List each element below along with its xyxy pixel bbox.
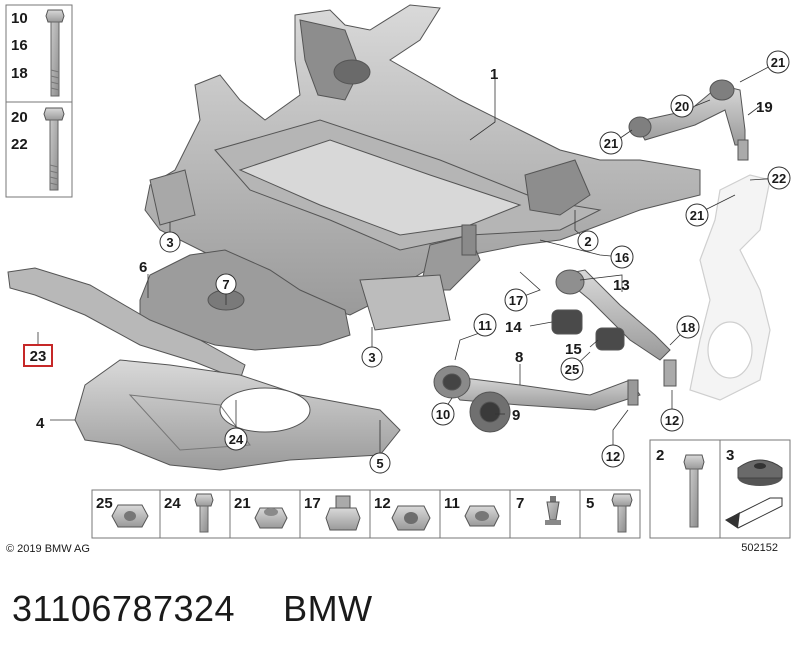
legend-5-label: 5 [586, 495, 594, 512]
callout-3-left: 3 [159, 231, 181, 253]
legend-11-label: 11 [444, 495, 460, 512]
bolt-box-top: 10 16 18 [5, 4, 73, 103]
callout-6: 6 [139, 259, 147, 276]
short-bolt-icon [194, 493, 214, 533]
flange-bolt-icon [611, 493, 633, 533]
callout-13: 13 [613, 277, 630, 294]
expanding-rivet-icon [545, 496, 561, 525]
copyright-text: © 2019 BMW AG [6, 543, 90, 555]
bolt-16-label: 16 [11, 37, 28, 54]
steering-knuckle-drawing [689, 174, 771, 401]
self-locking-nut-icon [391, 505, 431, 531]
callout-10: 10 [431, 402, 455, 426]
callout-2: 2 [577, 230, 599, 252]
legend-7-label: 7 [516, 495, 524, 512]
brand-name: BMW [283, 588, 373, 629]
bolt-20-label: 20 [11, 109, 28, 126]
rubber-stop-icon [737, 459, 783, 486]
callout-11: 11 [473, 313, 497, 337]
legend-25-label: 25 [96, 495, 113, 512]
callout-19: 19 [756, 99, 773, 116]
callout-21-left: 21 [599, 131, 623, 155]
callout-15: 15 [565, 341, 582, 358]
flange-nut-icon [111, 504, 149, 528]
callout-25: 25 [560, 357, 584, 381]
fastener-legend-right: 2 3 [649, 439, 791, 539]
callouts: 1 2 3 3 4 5 6 7 8 9 10 11 12 12 13 14 15… [23, 50, 791, 474]
svg-text:23: 23 [30, 348, 47, 365]
wishbone-drawing [551, 269, 677, 387]
svg-text:12: 12 [606, 449, 620, 464]
parts-diagram: 10 16 18 20 22 [5, 4, 791, 539]
legend-2-label: 2 [656, 447, 664, 464]
svg-text:24: 24 [229, 432, 244, 447]
medium-bolt-icon [43, 107, 65, 191]
svg-text:3: 3 [368, 350, 375, 365]
legend-17-label: 17 [304, 495, 321, 512]
control-arm-drawing [433, 365, 641, 433]
svg-text:22: 22 [772, 171, 786, 186]
legend-3-label: 3 [726, 447, 734, 464]
svg-text:3: 3 [166, 235, 173, 250]
washer-nut-icon [464, 505, 500, 527]
callout-4: 4 [36, 415, 45, 432]
svg-text:21: 21 [771, 55, 785, 70]
bolt-10-label: 10 [11, 10, 28, 27]
callout-1: 1 [490, 66, 498, 83]
bolt-22-label: 22 [11, 136, 28, 153]
svg-text:25: 25 [565, 362, 579, 377]
callout-23: 23 [23, 344, 53, 367]
callout-24: 24 [224, 427, 248, 451]
callout-7: 7 [215, 273, 237, 295]
callout-14: 14 [505, 319, 522, 336]
legend-12-label: 12 [374, 495, 391, 512]
svg-text:10: 10 [436, 407, 450, 422]
svg-text:16: 16 [615, 250, 629, 265]
part-number: 31106787324 [12, 588, 236, 629]
callout-8: 8 [515, 349, 523, 366]
svg-text:5: 5 [376, 456, 383, 471]
hex-nut-icon [254, 507, 288, 529]
callout-18: 18 [676, 315, 700, 339]
long-bolt-icon [683, 454, 705, 528]
callout-17: 17 [504, 288, 528, 312]
svg-text:21: 21 [604, 136, 618, 151]
legend-24-label: 24 [164, 495, 181, 512]
svg-text:12: 12 [665, 413, 679, 428]
bolt-18-label: 18 [11, 65, 28, 82]
svg-text:2: 2 [584, 234, 591, 249]
fitting-direction-arrow-icon [725, 497, 783, 529]
fastener-legend-bottom: 25 24 21 17 12 11 7 5 [91, 489, 641, 539]
callout-22: 22 [767, 166, 791, 190]
upper-arm-drawing [628, 79, 749, 161]
svg-text:17: 17 [509, 293, 523, 308]
svg-text:7: 7 [222, 277, 229, 292]
svg-text:20: 20 [675, 99, 689, 114]
long-bolt-icon [45, 9, 65, 97]
svg-text:21: 21 [690, 208, 704, 223]
callout-21-bottom: 21 [685, 203, 709, 227]
underbody-panel-drawing [139, 249, 351, 351]
bolt-box-bottom: 20 22 [5, 101, 73, 198]
svg-text:18: 18 [681, 320, 695, 335]
legend-21-label: 21 [234, 495, 251, 512]
diagram-id-text: 502152 [741, 542, 778, 554]
callout-21-top: 21 [766, 50, 790, 74]
callout-9: 9 [512, 407, 520, 424]
callout-16: 16 [610, 245, 634, 269]
callout-5: 5 [369, 452, 391, 474]
front-axle-carrier-drawing [144, 4, 701, 331]
part-caption: 31106787324 BMW [12, 588, 421, 630]
callout-12-right: 12 [660, 408, 684, 432]
callout-3-right: 3 [361, 346, 383, 368]
callout-20: 20 [670, 94, 694, 118]
callout-12-left: 12 [601, 444, 625, 468]
underbody-shield-drawing [74, 359, 401, 471]
svg-text:11: 11 [478, 318, 492, 333]
collar-nut-icon [325, 495, 361, 531]
